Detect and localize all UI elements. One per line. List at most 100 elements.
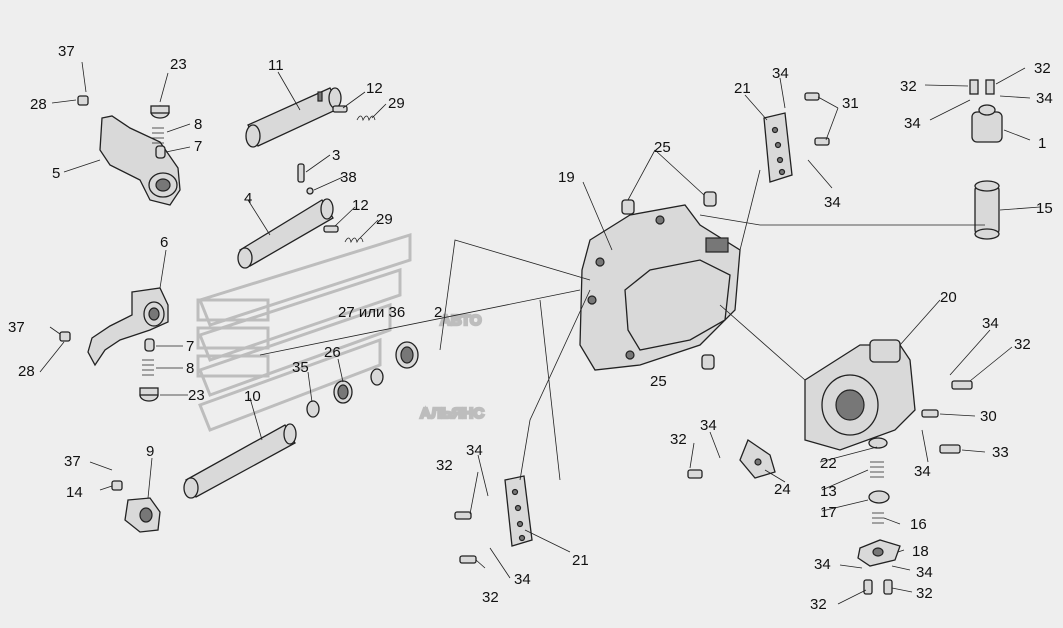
label-32a: 32: [900, 78, 917, 95]
label-7b: 7: [186, 338, 194, 355]
label-29b: 29: [376, 211, 393, 228]
label-6: 6: [160, 234, 168, 251]
label-7a: 7: [194, 138, 202, 155]
part-pin-3: [297, 163, 305, 183]
part-plug-25a: [621, 199, 635, 215]
part-bolt-32d: [687, 469, 703, 479]
part-cap-23a: [150, 105, 170, 119]
label-12a: 12: [366, 80, 383, 97]
label-37c: 37: [64, 453, 81, 470]
label-17: 17: [820, 504, 837, 521]
part-bolt-32h: [459, 555, 477, 564]
watermark-line1: АВТО: [440, 312, 482, 329]
label-31: 31: [842, 95, 859, 112]
part-bolt-31b: [814, 137, 830, 146]
label-9: 9: [146, 443, 154, 460]
label-11: 11: [268, 57, 284, 74]
part-cover-24: [739, 439, 776, 479]
label-30: 30: [980, 408, 997, 425]
label-32h: 32: [482, 589, 499, 606]
part-spring-8b: [142, 359, 154, 376]
part-ring-35: [306, 400, 320, 418]
part-spring-29a: [356, 115, 376, 122]
label-34h: 34: [814, 556, 831, 573]
part-bolt-31a: [804, 92, 820, 101]
part-housing-19: [579, 204, 741, 371]
label-12b: 12: [352, 197, 369, 214]
part-ring-26: [333, 380, 353, 404]
label-21a: 21: [734, 80, 751, 97]
label-34f: 34: [914, 463, 931, 480]
label-23b: 23: [188, 387, 205, 404]
callout-labels: 37 23 28 8 7 5 11 12 29 3 38 4 12 29 6 3…: [8, 43, 1053, 613]
label-28b: 28: [18, 363, 35, 380]
part-bolt-32e: [863, 579, 873, 595]
label-27-ili-36: 27 или 36: [338, 304, 405, 321]
part-plate-21b: [504, 475, 533, 547]
part-flange-18: [857, 539, 901, 567]
label-35: 35: [292, 359, 309, 376]
part-shaft-11: [245, 87, 342, 148]
label-32b: 32: [1034, 60, 1051, 77]
part-bolt-28a: [77, 95, 89, 106]
label-34a: 34: [772, 65, 789, 82]
label-20: 20: [940, 289, 957, 306]
label-25a: 25: [654, 139, 671, 156]
label-34k: 34: [514, 571, 531, 588]
part-shaft-10: [183, 423, 297, 499]
label-25b: 25: [650, 373, 667, 390]
label-34g: 34: [700, 417, 717, 434]
part-ring-27: [370, 368, 384, 386]
part-shaft-4: [237, 198, 334, 269]
label-37a: 37: [58, 43, 75, 60]
part-plug-25c: [701, 354, 715, 370]
part-spring-8a: [152, 127, 164, 144]
part-pin-7a: [155, 145, 166, 159]
label-34j: 34: [466, 442, 483, 459]
label-34i: 34: [916, 564, 933, 581]
label-1: 1: [1038, 135, 1046, 152]
label-37b: 37: [8, 319, 25, 336]
label-19: 19: [558, 169, 575, 186]
label-16: 16: [910, 516, 927, 533]
label-34b: 34: [824, 194, 841, 211]
part-bolt-28b: [59, 331, 71, 342]
label-2: 2: [434, 304, 442, 321]
leader-lines: [39, 61, 1041, 605]
part-bolt-32f: [883, 579, 893, 595]
label-26: 26: [324, 344, 341, 361]
label-34d: 34: [904, 115, 921, 132]
label-32c: 32: [1014, 336, 1031, 353]
part-bolt-12b: [323, 225, 339, 233]
part-spring-29b: [344, 237, 364, 244]
part-seal-2: [395, 341, 419, 369]
part-bolt-32c: [951, 380, 973, 390]
label-32f: 32: [916, 585, 933, 602]
part-cap-23b: [139, 387, 159, 402]
label-38: 38: [340, 169, 357, 186]
label-18: 18: [912, 543, 929, 560]
part-lever-5: [99, 115, 181, 206]
part-fork-6: [87, 287, 169, 367]
label-34e: 34: [982, 315, 999, 332]
label-24: 24: [774, 481, 791, 498]
label-4: 4: [244, 190, 252, 207]
part-housing-20: [804, 339, 916, 451]
part-plate-21a: [763, 112, 793, 183]
part-pin-7b: [144, 338, 155, 352]
part-bolt-32g: [454, 511, 472, 520]
label-22: 22: [820, 455, 837, 472]
label-32g: 32: [436, 457, 453, 474]
part-washer-22: [868, 437, 888, 449]
label-32e: 32: [810, 596, 827, 613]
label-32d: 32: [670, 431, 687, 448]
part-bolt-33: [939, 444, 961, 454]
label-15: 15: [1036, 200, 1053, 217]
label-3: 3: [332, 147, 340, 164]
label-10: 10: [244, 388, 261, 405]
part-sleeve-15: [974, 180, 1000, 240]
label-21b: 21: [572, 552, 589, 569]
part-spring-16: [872, 512, 884, 524]
part-plug-25b: [703, 191, 717, 207]
